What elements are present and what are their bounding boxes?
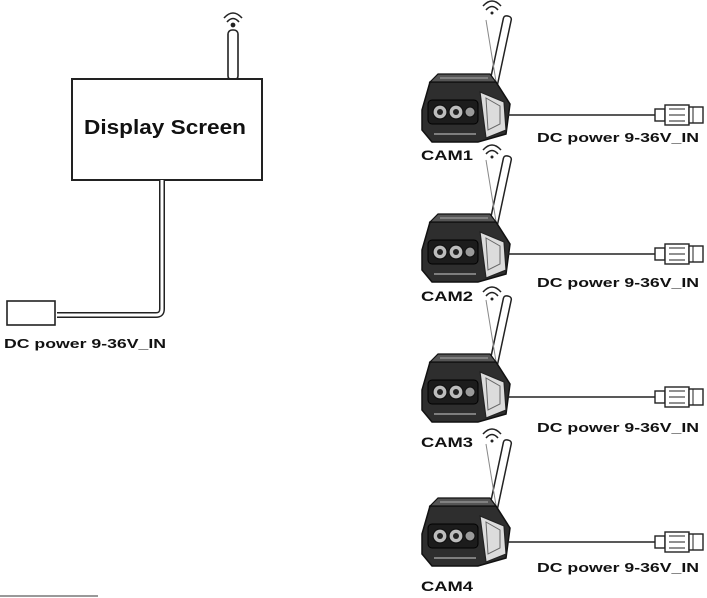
wireless-signal-icon xyxy=(223,12,243,28)
camera-icon xyxy=(421,294,513,423)
camera-unit-4: DC power 9-36V_IN CAM4 xyxy=(421,428,704,594)
camera-4-name: CAM4 xyxy=(421,578,473,594)
power-connector-icon xyxy=(507,243,704,265)
power-connector-icon xyxy=(507,104,704,126)
display-unit: Display Screen DC power 9-36V_IN xyxy=(4,12,263,351)
wireless-signal-icon xyxy=(482,428,502,444)
camera-2-name: CAM2 xyxy=(421,288,473,304)
camera-icon xyxy=(421,438,513,567)
camera-unit-1: DC power 9-36V_IN CAM1 xyxy=(421,0,704,163)
power-connector-icon xyxy=(507,386,704,408)
camera-icon xyxy=(421,14,513,143)
wireless-signal-icon xyxy=(482,144,502,160)
display-power-cable xyxy=(57,180,165,318)
camera-1-power-label: DC power 9-36V_IN xyxy=(537,130,699,145)
display-power-connector xyxy=(6,300,56,326)
camera-icon xyxy=(421,154,513,283)
camera-1-name: CAM1 xyxy=(421,147,473,163)
camera-unit-3: DC power 9-36V_IN CAM3 xyxy=(421,286,704,450)
display-screen-box xyxy=(71,78,263,181)
power-connector-icon xyxy=(507,531,704,553)
camera-3-power-label: DC power 9-36V_IN xyxy=(537,420,699,435)
camera-unit-2: DC power 9-36V_IN CAM2 xyxy=(421,144,704,304)
wireless-signal-icon xyxy=(482,286,502,302)
display-power-label: DC power 9-36V_IN xyxy=(4,336,166,351)
camera-3-name: CAM3 xyxy=(421,434,473,450)
wireless-signal-icon xyxy=(482,0,502,16)
camera-2-power-label: DC power 9-36V_IN xyxy=(537,275,699,290)
camera-4-power-label: DC power 9-36V_IN xyxy=(537,560,699,575)
antenna-icon xyxy=(227,29,239,81)
display-screen-title: Display Screen xyxy=(84,117,246,139)
